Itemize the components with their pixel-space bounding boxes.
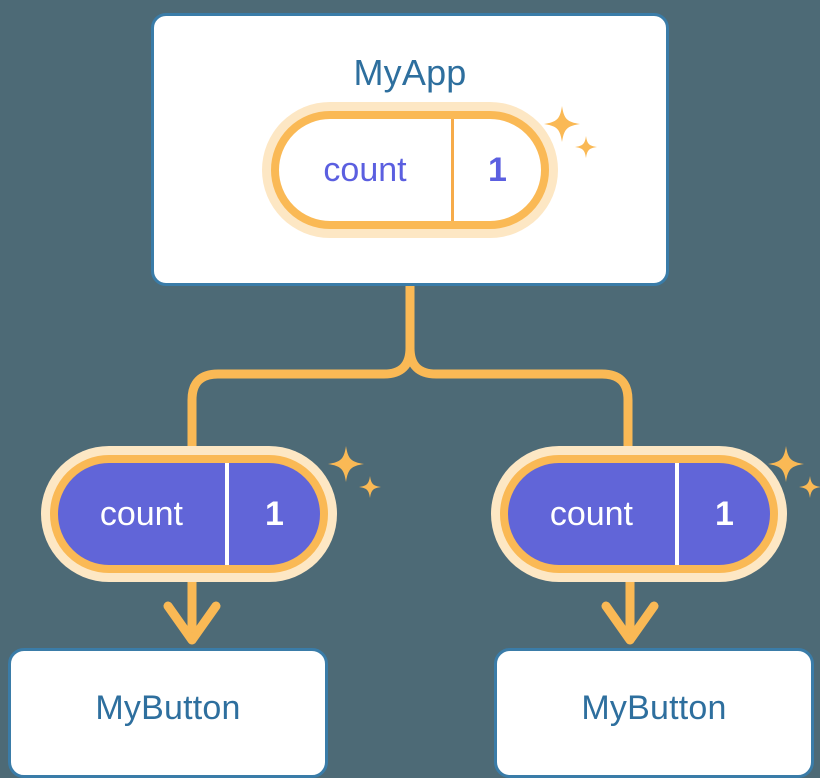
component-card-mybutton-right[interactable]: MyButton [494,648,814,778]
state-pill-child-left[interactable]: count 1 [50,455,328,573]
component-title-mybutton: MyButton [95,689,241,727]
state-value-label: 1 [224,463,320,565]
tree-connector-path [187,281,633,467]
state-pill-child-right[interactable]: count 1 [500,455,778,573]
state-pill-body: count 1 [271,111,549,229]
state-key-label: count [99,495,183,533]
arrow-right [601,573,659,645]
component-title-mybutton: MyButton [581,689,727,727]
component-title-myapp: MyApp [353,52,467,93]
state-value-label: 1 [451,119,541,221]
component-card-mybutton-left[interactable]: MyButton [8,648,328,778]
state-pill-body: count 1 [50,455,328,573]
state-value-label: 1 [674,463,770,565]
state-key-label: count [323,151,407,189]
state-pill-body: count 1 [500,455,778,573]
state-pill-myapp[interactable]: count 1 [271,111,549,229]
state-key-label: count [549,495,633,533]
arrow-left [163,573,221,645]
